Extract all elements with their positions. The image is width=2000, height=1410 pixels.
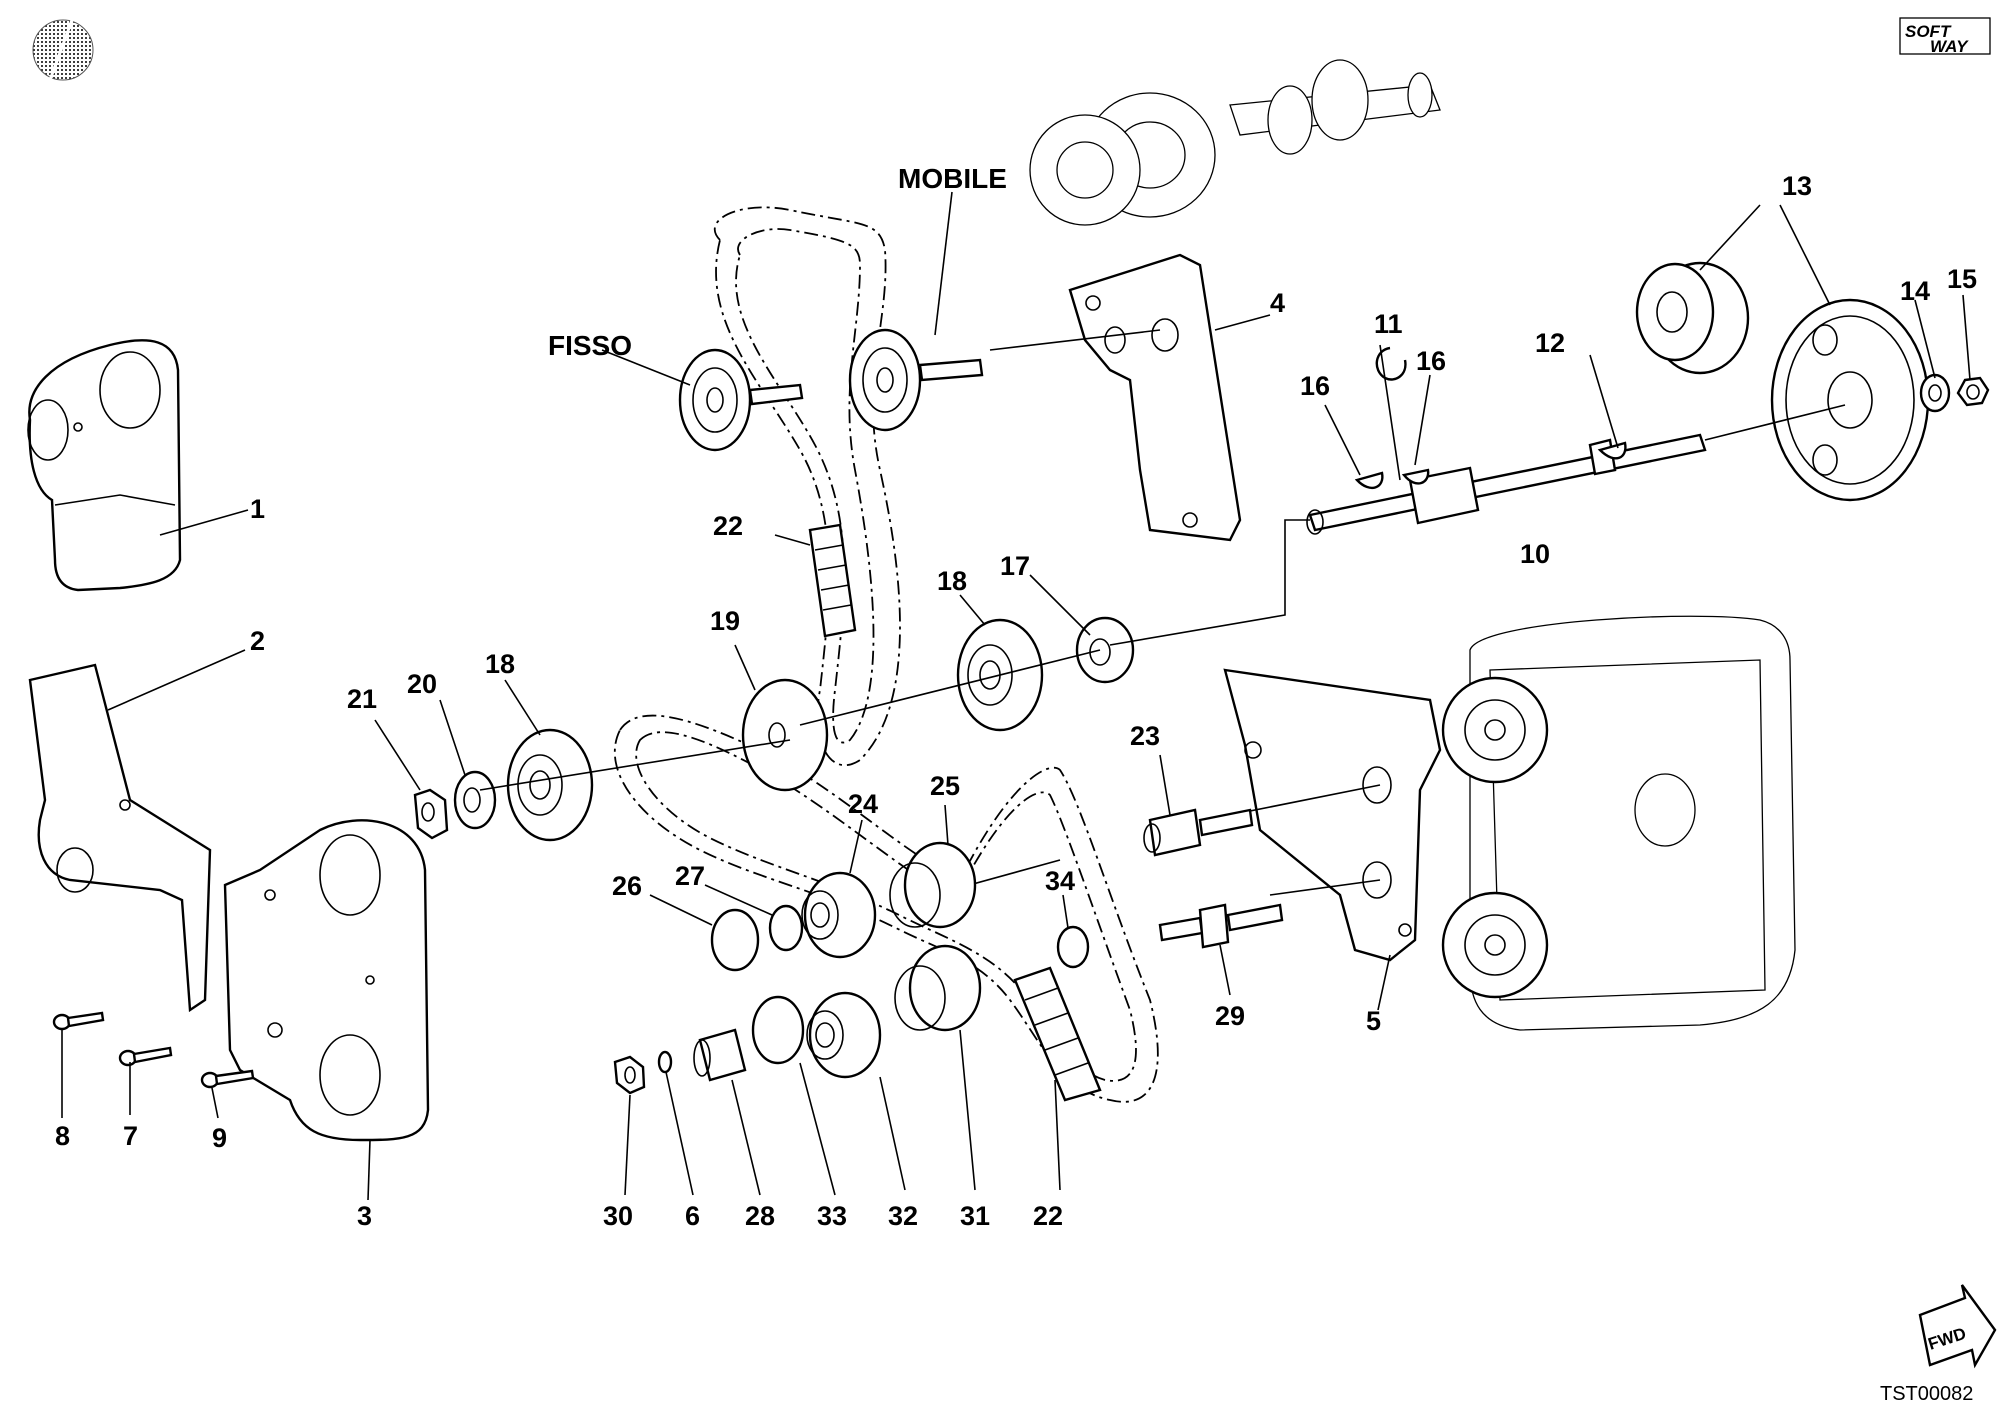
belt-teeth-detail-lower <box>1013 966 1102 1102</box>
part-21-nut <box>413 788 449 840</box>
part-14-washer <box>1919 373 1951 413</box>
part-2-cover-bracket <box>28 663 212 1013</box>
leader-lines <box>61 191 1971 1201</box>
logo-way-text: WAY <box>1930 37 1969 56</box>
part-13-gear-large <box>1770 298 1930 502</box>
camshaft-assembly <box>1029 59 1441 226</box>
part-5-lower-plate <box>1223 668 1442 962</box>
part-6-clip <box>657 1050 673 1074</box>
label-5: 5 <box>1366 1006 1381 1036</box>
cylinder-block-assembly <box>1441 615 1796 1031</box>
label-29: 29 <box>1215 1001 1245 1031</box>
label-31: 31 <box>960 1201 990 1231</box>
label-27: 27 <box>675 861 705 891</box>
label-17: 17 <box>1000 551 1030 581</box>
part-7-bolt <box>118 1046 173 1067</box>
label-33: 33 <box>817 1201 847 1231</box>
label-30: 30 <box>603 1201 633 1231</box>
part-20-washer <box>453 770 497 830</box>
part-34-ring <box>1056 925 1090 969</box>
part-24-bearing <box>801 871 877 959</box>
drawing-code: TST00082 <box>1880 1383 1973 1405</box>
part-13-gear-small <box>1635 261 1750 375</box>
part-1-belt-cover <box>27 339 182 592</box>
label-4: 4 <box>1270 288 1285 318</box>
part-4-upper-plate <box>1068 253 1242 542</box>
part-28-bushing <box>693 1028 747 1082</box>
part-26-ring <box>710 908 760 972</box>
softway-logo: SOFT WAY <box>1899 17 1991 56</box>
timing-belt-lower <box>614 714 1159 1103</box>
label-3: 3 <box>357 1201 372 1231</box>
label-16-right: 16 <box>1416 346 1446 376</box>
label-21: 21 <box>347 684 377 714</box>
part-8-bolt <box>52 1011 105 1031</box>
part-18-pulley-lower <box>506 728 594 842</box>
belt-teeth-detail-upper <box>808 523 857 638</box>
fixed-idler-pulley <box>678 348 804 452</box>
corner-mark-icon <box>32 19 94 81</box>
part-33-ring <box>751 995 805 1065</box>
label-19: 19 <box>710 606 740 636</box>
forward-arrow-icon: FWD <box>1918 1284 1997 1369</box>
part-17-seal <box>1075 616 1135 684</box>
part-31-roller <box>894 944 982 1032</box>
label-18-lower: 18 <box>485 649 515 679</box>
part-9-bolt <box>200 1069 255 1089</box>
label-28: 28 <box>745 1201 775 1231</box>
part-32-bearing <box>806 991 882 1079</box>
label-23: 23 <box>1130 721 1160 751</box>
label-11: 11 <box>1374 309 1403 339</box>
label-7: 7 <box>123 1121 138 1151</box>
part-25-roller <box>889 841 977 929</box>
label-9: 9 <box>212 1123 227 1153</box>
label-20: 20 <box>407 669 437 699</box>
label-mobile: MOBILE <box>898 163 1007 194</box>
label-2: 2 <box>250 626 265 656</box>
label-12: 12 <box>1535 328 1565 358</box>
label-24: 24 <box>848 789 878 819</box>
part-3-inner-cover <box>223 819 430 1142</box>
part-29-stud <box>1158 903 1284 949</box>
part-19-flange-washer <box>741 678 829 792</box>
label-8: 8 <box>55 1121 70 1151</box>
label-18-upper: 18 <box>937 566 967 596</box>
mobile-idler-pulley <box>848 328 984 432</box>
label-32: 32 <box>888 1201 918 1231</box>
part-16-key-left <box>1354 471 1384 490</box>
label-22-lower: 22 <box>1033 1201 1063 1231</box>
label-15: 15 <box>1947 264 1977 294</box>
part-number-labels: 1 2 3 4 5 6 7 8 9 10 11 12 13 14 15 16 1… <box>55 163 1977 1231</box>
label-16-left: 16 <box>1300 371 1330 401</box>
label-25: 25 <box>930 771 960 801</box>
part-15-nut <box>1956 376 1990 407</box>
timing-belt-upper <box>713 206 901 767</box>
label-22-upper: 22 <box>713 511 743 541</box>
logo-soft-text: SOFT <box>1905 22 1952 41</box>
label-10: 10 <box>1520 539 1550 569</box>
label-6: 6 <box>685 1201 700 1231</box>
label-fisso: FISSO <box>548 330 632 361</box>
part-16-key-right <box>1401 468 1430 485</box>
part-27-ring <box>768 904 804 952</box>
part-23-stud <box>1143 808 1254 857</box>
part-12-key <box>1597 441 1627 460</box>
label-1: 1 <box>250 494 265 524</box>
part-30-nut <box>613 1055 646 1095</box>
label-13: 13 <box>1782 171 1812 201</box>
label-26: 26 <box>612 871 642 901</box>
label-14: 14 <box>1900 276 1930 306</box>
label-34: 34 <box>1045 866 1075 896</box>
